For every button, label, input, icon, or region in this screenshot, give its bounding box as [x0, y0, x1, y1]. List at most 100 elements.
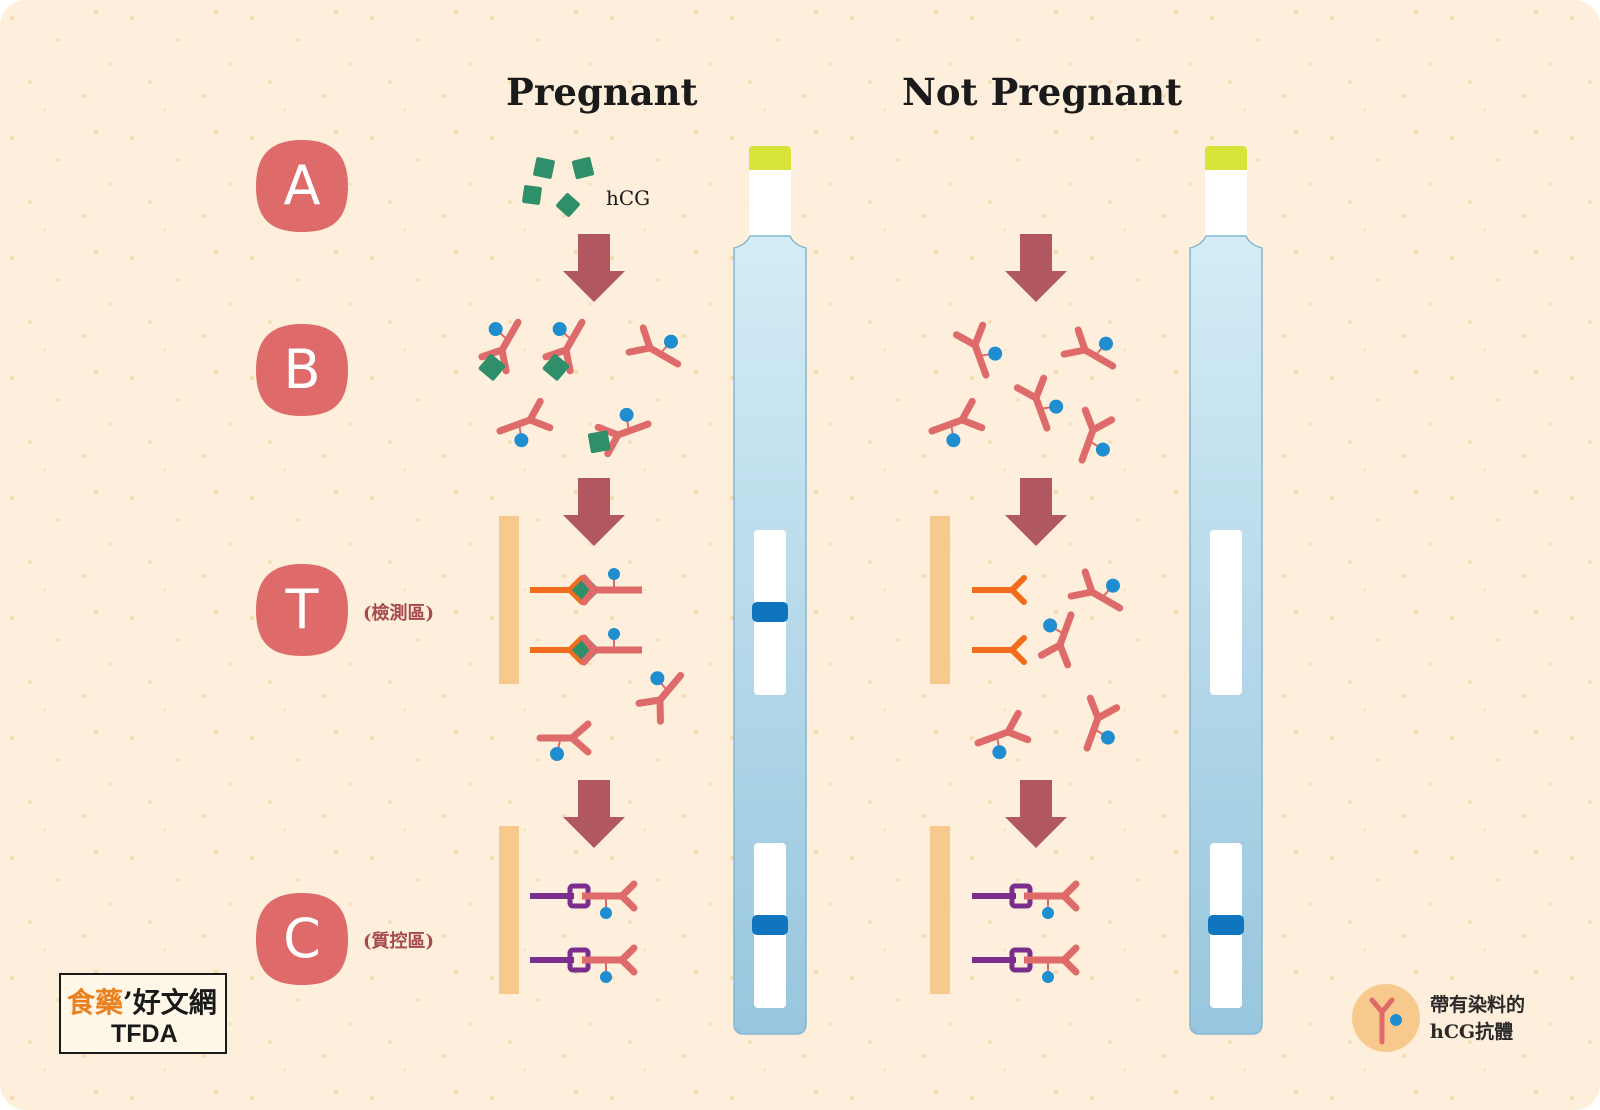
- dye-dot: [1042, 907, 1054, 919]
- antibody: [1060, 326, 1117, 370]
- antibody-arm-left: [656, 696, 664, 725]
- antibody-arm-left: [1013, 384, 1040, 402]
- step-circle-c: [256, 893, 348, 985]
- dye-dot: [1100, 730, 1115, 745]
- step-circle-b: [256, 324, 348, 416]
- dye-dot: [608, 568, 620, 580]
- antibody: [536, 720, 592, 761]
- captured-hcg: [571, 635, 601, 665]
- test-strip: [733, 146, 807, 1035]
- antibody-arm-left: [952, 331, 979, 349]
- antibody: [587, 407, 652, 458]
- legend-circle: [1352, 984, 1420, 1052]
- antibody-arm-left: [625, 344, 654, 356]
- antibody-stem: [928, 416, 966, 435]
- hcg-label: hCG: [606, 186, 651, 210]
- antibody: [635, 671, 685, 725]
- bound-hcg: [542, 354, 570, 381]
- antibody: [928, 397, 986, 448]
- step-a-letter: A: [283, 154, 321, 217]
- capture-antibody: [530, 568, 642, 606]
- antibody: [1037, 611, 1075, 669]
- antibody-arm-right: [478, 346, 506, 361]
- bound-antibody-arm: [618, 892, 638, 912]
- dye-dot: [600, 971, 612, 983]
- antibody-stem: [496, 416, 534, 435]
- antibody-stem: [656, 671, 685, 704]
- antibody-arm-right: [542, 346, 570, 361]
- legend-text: 帶有染料的 hCG抗體: [1430, 992, 1525, 1046]
- bound-antibody-arm: [1060, 956, 1080, 976]
- bound-antibody-arm: [580, 586, 598, 606]
- antibody: [1083, 694, 1121, 752]
- antibody-arm-left: [604, 431, 622, 458]
- antibody-arm-right: [526, 416, 554, 432]
- captured-hcg: [571, 575, 601, 605]
- bound-hcg: [587, 430, 611, 454]
- step-b-letter: B: [283, 338, 321, 401]
- dye-dot: [988, 346, 1003, 361]
- dye-dot: [1043, 618, 1058, 633]
- antibody-arm-right: [1004, 728, 1032, 744]
- antibody-arm-right: [1094, 704, 1121, 722]
- antibody: [1078, 406, 1116, 464]
- antibody-stem: [498, 318, 522, 354]
- antibody-arm-right: [971, 321, 987, 349]
- legend-antibody-arm: [1379, 997, 1395, 1015]
- test-line-band: [752, 602, 788, 622]
- antibody-arm-right: [568, 734, 592, 756]
- legend-line-1: 帶有染料的: [1430, 994, 1526, 1016]
- test-window: [1210, 530, 1242, 695]
- legend-line-2: hCG抗體: [1430, 1021, 1514, 1043]
- down-arrow: [563, 478, 625, 546]
- control-line-band: [752, 915, 788, 935]
- antibody-arm-left: [1081, 406, 1097, 434]
- test-strip: [1189, 146, 1263, 1035]
- capture-arm: [1009, 587, 1027, 605]
- control-line-band: [1208, 915, 1244, 935]
- hcg-molecule: [571, 156, 595, 180]
- logo-part-2: ’好文網: [123, 986, 217, 1019]
- bound-antibody-arm: [1060, 892, 1080, 912]
- tfda-logo: 食藥’好文網 TFDA: [59, 973, 227, 1054]
- antibody-arm-right: [594, 423, 622, 439]
- capture-arm: [567, 647, 585, 665]
- down-arrow: [1005, 234, 1067, 302]
- heading-pregnant: Pregnant: [506, 70, 698, 114]
- antibody-arm-left: [562, 346, 574, 375]
- antibody: [952, 321, 1003, 379]
- dye-dot: [619, 407, 634, 422]
- antibody-stem: [974, 728, 1012, 747]
- antibody-arm-right: [958, 416, 986, 432]
- antibody-stem: [1088, 588, 1124, 612]
- antibody-arm-left: [526, 397, 544, 424]
- dye-dot: [608, 628, 620, 640]
- antibody-arm-left: [1086, 694, 1102, 722]
- antibody-stem: [646, 344, 682, 368]
- logo-chinese: 食藥’好文網: [67, 981, 217, 1021]
- dye-dot: [552, 322, 567, 337]
- antibody-stem: [1083, 714, 1102, 752]
- down-arrow: [563, 234, 625, 302]
- antibody-arm-right: [639, 324, 654, 352]
- control-antibody: [972, 880, 1080, 919]
- antibody: [1013, 374, 1064, 432]
- antibody: [974, 709, 1032, 760]
- capture-antibody: [972, 635, 1027, 665]
- membrane-bar: [930, 826, 950, 994]
- dye-dot: [514, 433, 529, 448]
- legend-dye-dot: [1390, 1014, 1402, 1026]
- dye-dot: [1095, 442, 1110, 457]
- antibody-stem: [614, 420, 652, 439]
- test-zone-label: (檢測區): [363, 603, 435, 624]
- antibody-arm-right: [1081, 568, 1096, 596]
- antibody: [478, 318, 522, 381]
- capture-arm: [567, 587, 585, 605]
- membrane-bar: [930, 516, 950, 684]
- down-arrow: [1005, 780, 1067, 848]
- bound-antibody-arm: [580, 646, 598, 666]
- logo-part-1: 食藥: [67, 986, 124, 1019]
- membrane-bar: [499, 516, 519, 684]
- step-circle-a: [256, 140, 348, 232]
